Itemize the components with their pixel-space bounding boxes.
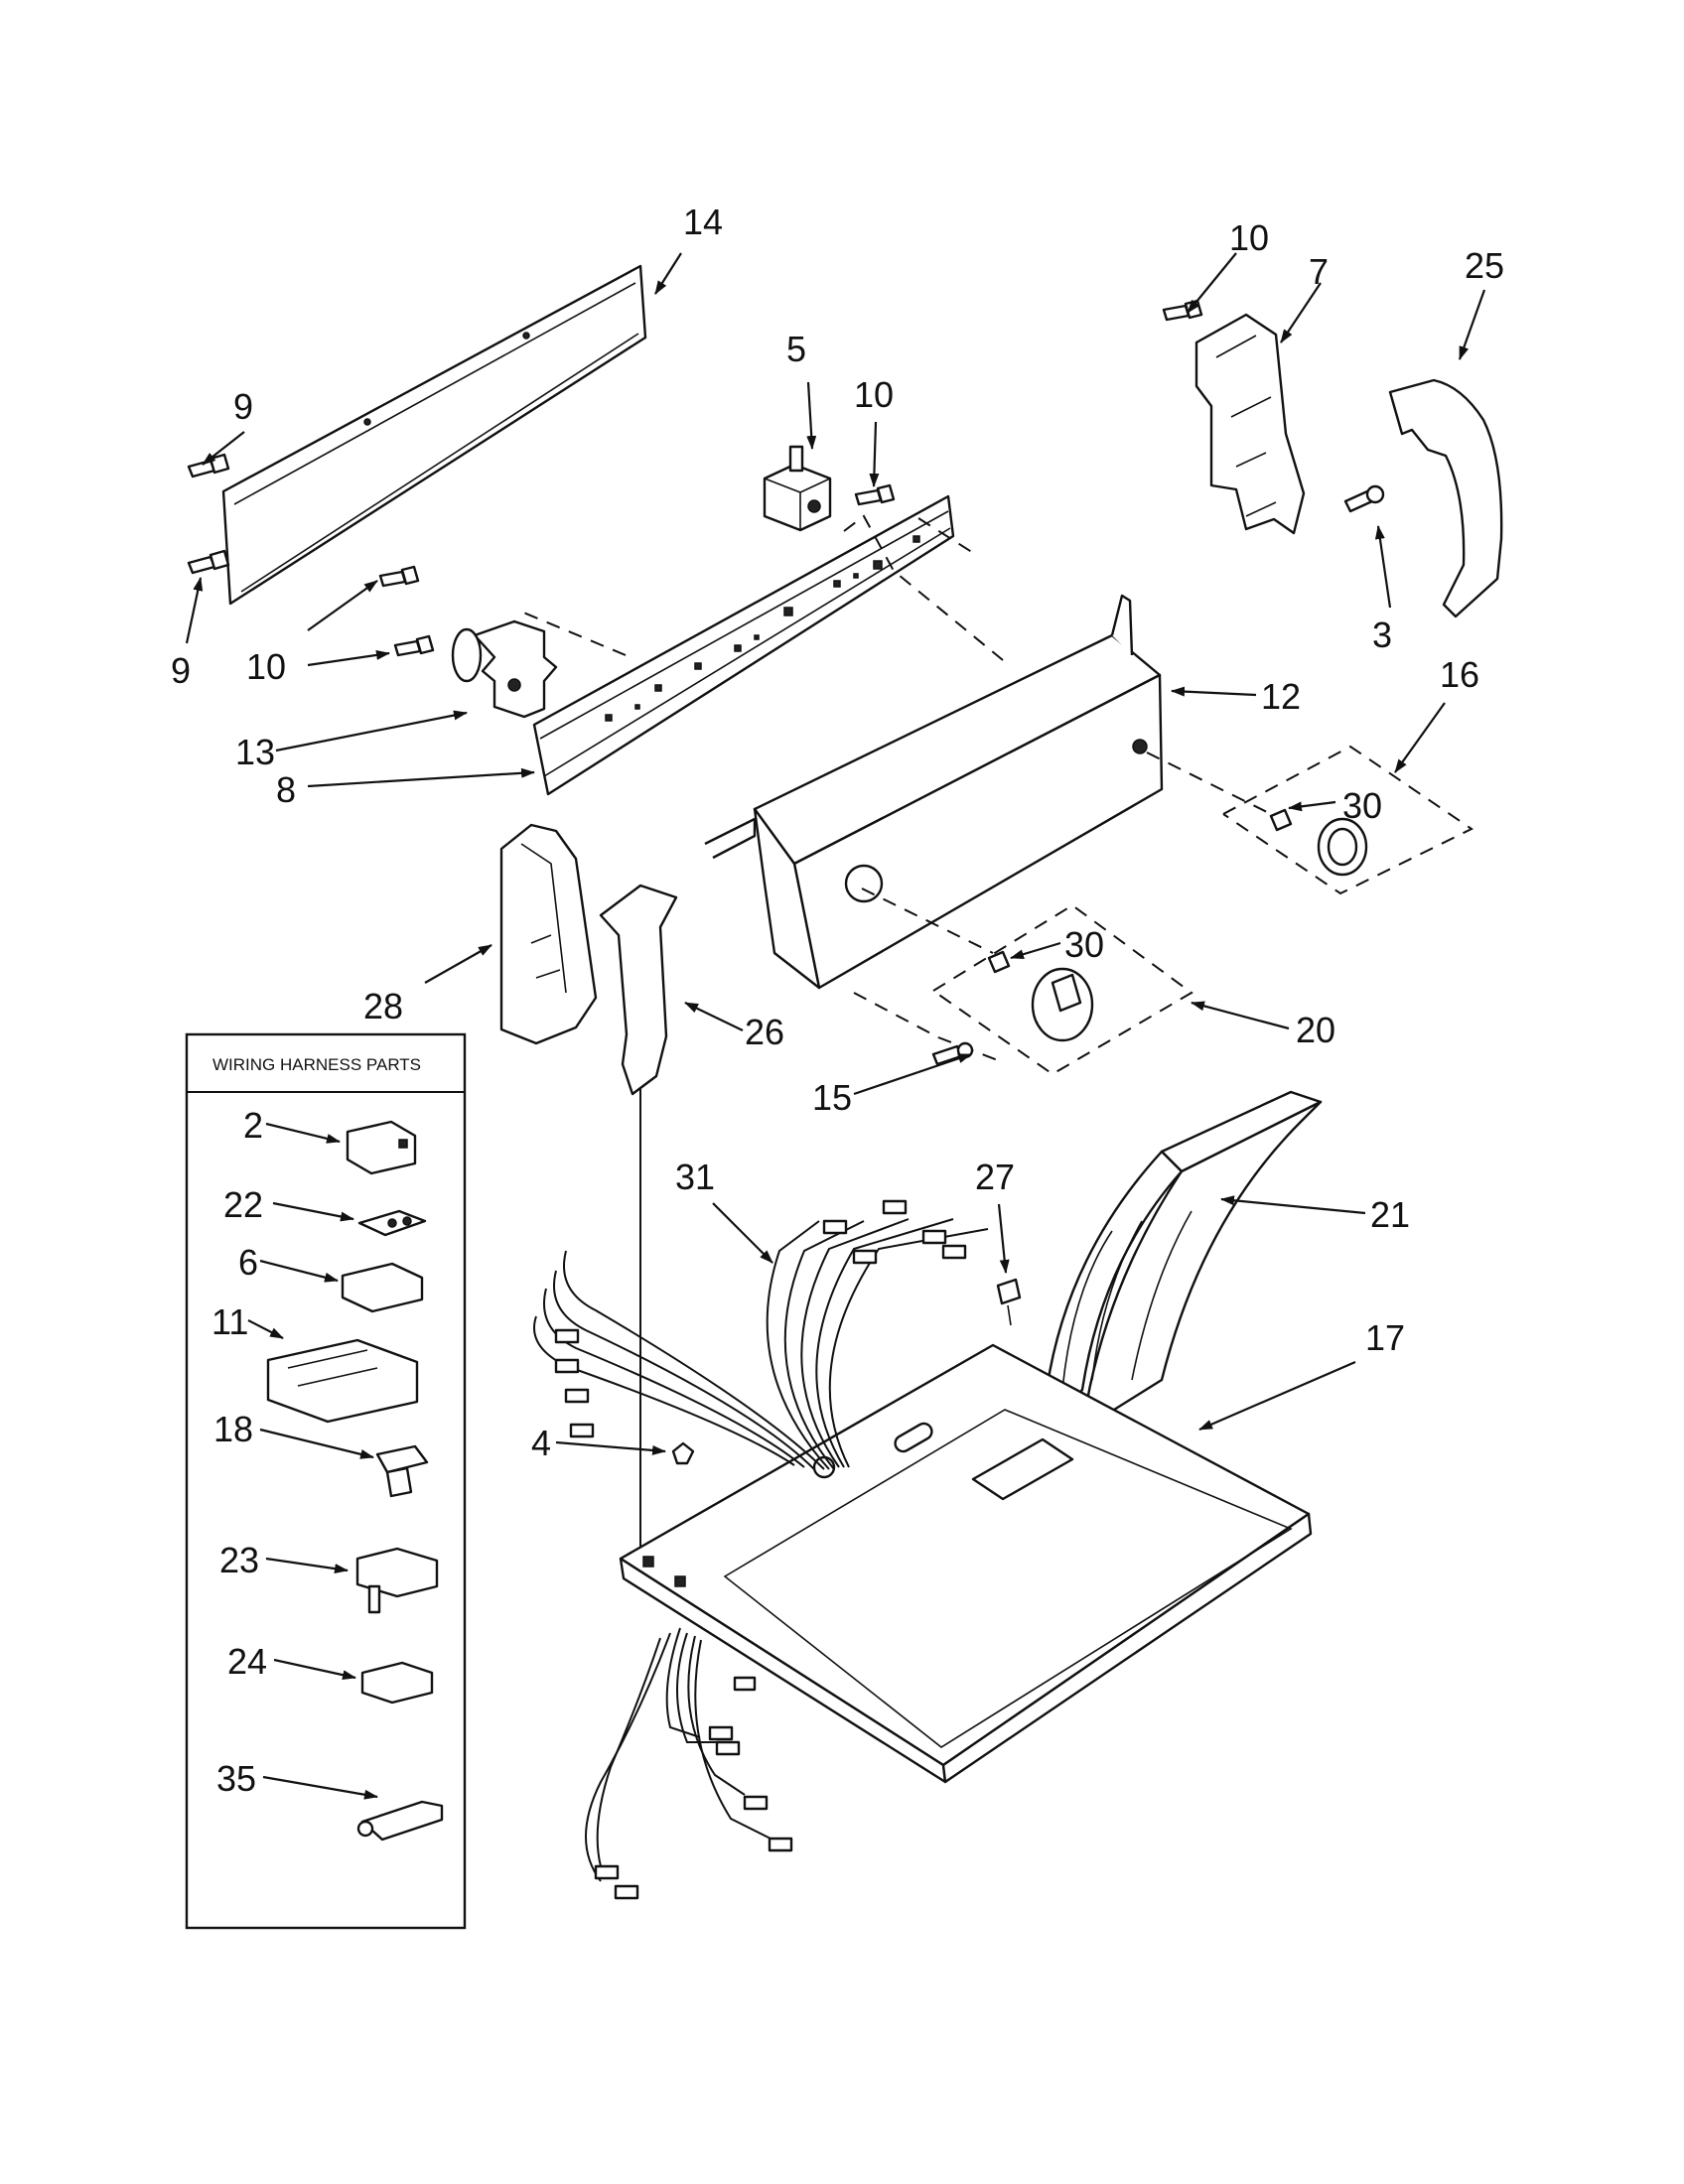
part-12-console: [704, 594, 1164, 990]
callout-9-lower: 9: [171, 650, 191, 691]
harness-part-24: [360, 1661, 434, 1705]
callout-5: 5: [786, 329, 806, 369]
harness-part-2: [346, 1120, 417, 1175]
callout-harness-23: 23: [219, 1540, 259, 1580]
callout-7: 7: [1309, 251, 1329, 292]
callout-25: 25: [1465, 245, 1504, 286]
callout-13: 13: [235, 732, 275, 772]
callout-4: 4: [531, 1423, 551, 1463]
part-17-top-panel: [619, 1343, 1313, 1784]
harness-part-11: [266, 1338, 419, 1424]
harness-part-23: [355, 1547, 439, 1614]
part-25-end-cover-right: [1388, 378, 1503, 618]
callout-12: 12: [1261, 676, 1301, 717]
callout-10-right: 10: [1229, 217, 1269, 258]
callout-21: 21: [1370, 1194, 1410, 1235]
callout-harness-6: 6: [238, 1242, 258, 1283]
screw-10-left-upper: [378, 565, 420, 588]
callout-17: 17: [1365, 1317, 1405, 1358]
part-5-switch: [763, 445, 832, 532]
callout-labels: 14 9 9 5 10 10 10 7 25 3 13 8 12 16 30 3…: [171, 202, 1504, 1799]
screw-3: [1343, 484, 1385, 513]
harness-part-22: [357, 1209, 427, 1237]
part-14-back-panel: [221, 264, 647, 606]
leader-arrows: [185, 252, 1486, 1800]
part-31-wiring-harness: [533, 1199, 989, 1900]
assembly-dashed-lines: [515, 514, 1272, 1549]
part-21-lint-duct: [1041, 1090, 1323, 1432]
callout-16: 16: [1440, 654, 1479, 695]
screw-10-mid: [854, 483, 896, 506]
part-28-end-cap-left: [499, 823, 598, 1045]
screw-10-left-lower: [393, 634, 435, 657]
harness-part-6: [341, 1262, 424, 1313]
part-7-end-cap-right: [1194, 313, 1306, 535]
callout-harness-18: 18: [213, 1409, 253, 1449]
harness-part-18: [375, 1444, 429, 1498]
callout-harness-11: 11: [211, 1301, 248, 1342]
callout-10-mid: 10: [854, 374, 894, 415]
wiring-harness-title: WIRING HARNESS PARTS: [212, 1055, 421, 1074]
callout-harness-22: 22: [223, 1184, 263, 1225]
wiring-harness-parts-box: WIRING HARNESS PARTS: [185, 1032, 467, 1930]
screw-27: [996, 1278, 1022, 1326]
callout-28: 28: [363, 986, 403, 1026]
callout-20: 20: [1296, 1010, 1335, 1050]
part-13-timer: [451, 619, 558, 719]
callout-14: 14: [683, 202, 723, 242]
part-4-clip: [671, 1441, 695, 1465]
part-16-knob-kit: [1222, 745, 1474, 895]
harness-part-35: [356, 1800, 444, 1842]
callout-10-left: 10: [246, 646, 286, 687]
part-26-end-cover-left: [599, 884, 678, 1096]
callout-30-upper: 30: [1342, 785, 1382, 826]
callout-27: 27: [975, 1157, 1015, 1197]
callout-3: 3: [1372, 614, 1392, 655]
part-8-control-bracket: [532, 494, 955, 796]
callout-26: 26: [745, 1012, 784, 1052]
screw-9-upper: [187, 453, 230, 478]
screw-9-lower: [187, 549, 230, 575]
callout-harness-2: 2: [243, 1105, 263, 1146]
callout-30-lower: 30: [1064, 924, 1104, 965]
callout-31: 31: [675, 1157, 715, 1197]
callout-9-upper: 9: [233, 386, 253, 427]
callout-15: 15: [812, 1077, 852, 1118]
callout-8: 8: [276, 769, 296, 810]
callout-harness-35: 35: [216, 1758, 256, 1799]
callout-harness-24: 24: [227, 1641, 267, 1682]
part-20-knob-kit: [932, 903, 1193, 1076]
